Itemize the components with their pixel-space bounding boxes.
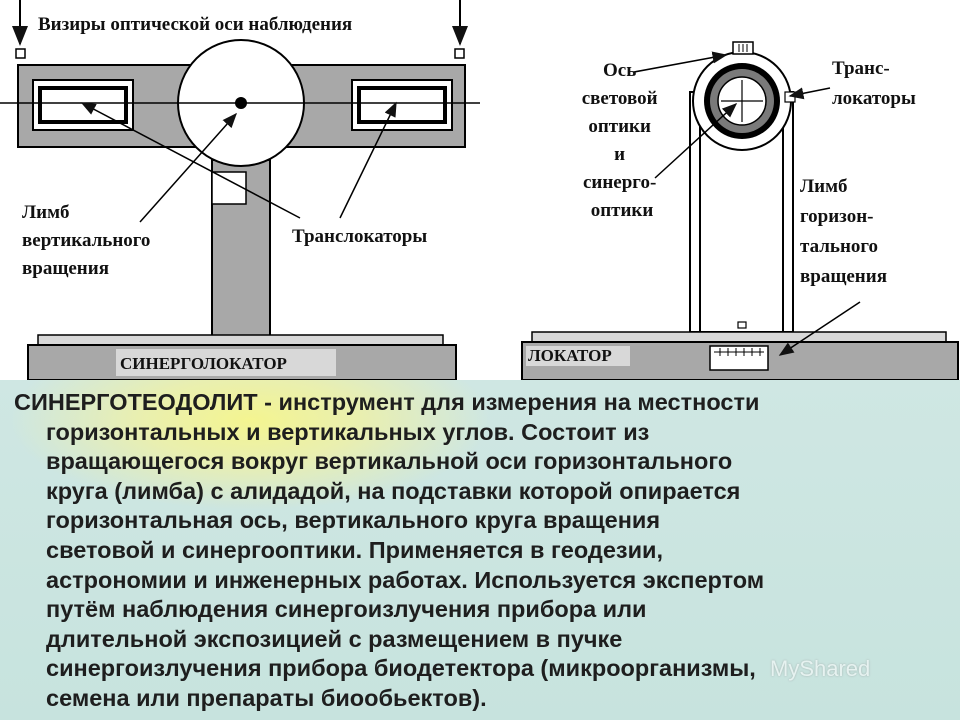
description-line: СИНЕРГОТЕОДОЛИТ - инструмент для измерен… [14, 389, 760, 415]
left-base-top [37, 334, 444, 346]
description-line: горизонтальная ось, вертикального круга … [46, 507, 661, 534]
description-line: вращающегося вокруг вертикальной оси гор… [46, 448, 733, 475]
description-line: семена или препараты биообьектов). [46, 684, 487, 711]
theodolite-diagram: Визиры оптической оси наблюдения Лимб ве… [0, 0, 959, 380]
watermark: MyShared [770, 656, 950, 692]
right-instrument [521, 41, 959, 380]
left-label-sights: Визиры оптической оси наблюдения [38, 14, 352, 35]
description-line: световой и синергооптики. Применяется в … [46, 536, 663, 563]
right-base-label: ЛОКАТОР [528, 346, 612, 365]
right-horizontal-limb-scale [709, 345, 769, 371]
right-label-axis: Ось световой оптики и синерго- оптики [582, 60, 663, 221]
description-line: астрономии и инженерных работах. Использ… [46, 566, 765, 593]
right-label-limb: Лимб горизон- тального вращения [800, 176, 887, 287]
description-line: путём наблюдения синергоизлучения прибор… [46, 596, 647, 623]
left-label-translocators: Транслокаторы [292, 226, 427, 247]
right-label-translocators: Транс- локаторы [832, 58, 916, 109]
description-line: горизонтальных и вертикальных углов. Сос… [46, 418, 650, 445]
right-base-top [531, 331, 947, 343]
left-base-label: СИНЕРГОЛОКАТОР [120, 354, 287, 373]
description-line: круга (лимба) с алидадой, на подставки к… [46, 477, 741, 504]
watermark-text: MyShared [770, 656, 871, 681]
left-label-limb: Лимб вертикального вращения [22, 202, 155, 279]
description-line: длительной экспозицией с размещением в п… [46, 625, 623, 652]
description-panel: СИНЕРГОТЕОДОЛИТ - инструмент для измерен… [0, 380, 960, 720]
left-instrument [0, 0, 480, 380]
description-line: синергоизлучения прибора биодетектора (м… [46, 655, 756, 682]
description-text: СИНЕРГОТЕОДОЛИТ - инструмент для измерен… [0, 380, 960, 714]
